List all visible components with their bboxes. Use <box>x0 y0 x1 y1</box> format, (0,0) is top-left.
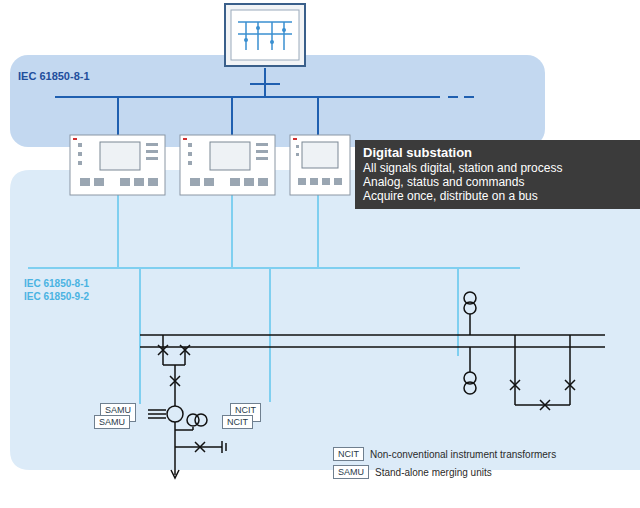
callout-line: All signals digital, station and process <box>363 161 632 175</box>
hmi-monitor <box>225 4 305 97</box>
callout-heading: Digital substation <box>363 145 632 161</box>
device-tag: NCIT <box>222 415 253 429</box>
device-label: SAMU <box>338 467 364 477</box>
callout-line: Acquire once, distribute on a bus <box>363 189 632 203</box>
device-label: SAMU <box>99 417 125 427</box>
callout-line: Analog, status and commands <box>363 175 632 189</box>
protocol-label: IEC 61850-9-2 <box>24 291 89 302</box>
process-level-band <box>10 170 640 470</box>
device-tag: NCIT <box>333 447 364 461</box>
station-bus <box>55 97 474 135</box>
single-line-diagram <box>140 292 605 478</box>
callout-box: Digital substationAll signals digital, s… <box>355 140 640 209</box>
protocol-label: IEC 61850-8-1 <box>18 70 90 82</box>
ied-units <box>70 135 350 195</box>
device-tag: SAMU <box>94 415 130 429</box>
station-level-band <box>10 55 545 147</box>
device-label: NCIT <box>235 405 256 415</box>
device-label: NCIT <box>338 449 359 459</box>
protocol-label: IEC 61850-8-1 <box>24 278 89 289</box>
legend-text: Non-conventional instrument transformers <box>370 449 556 460</box>
legend-text: Stand-alone merging units <box>375 467 492 478</box>
device-tag: SAMU <box>333 465 369 479</box>
process-bus <box>28 195 520 404</box>
device-label: NCIT <box>227 417 248 427</box>
device-label: SAMU <box>105 405 131 415</box>
